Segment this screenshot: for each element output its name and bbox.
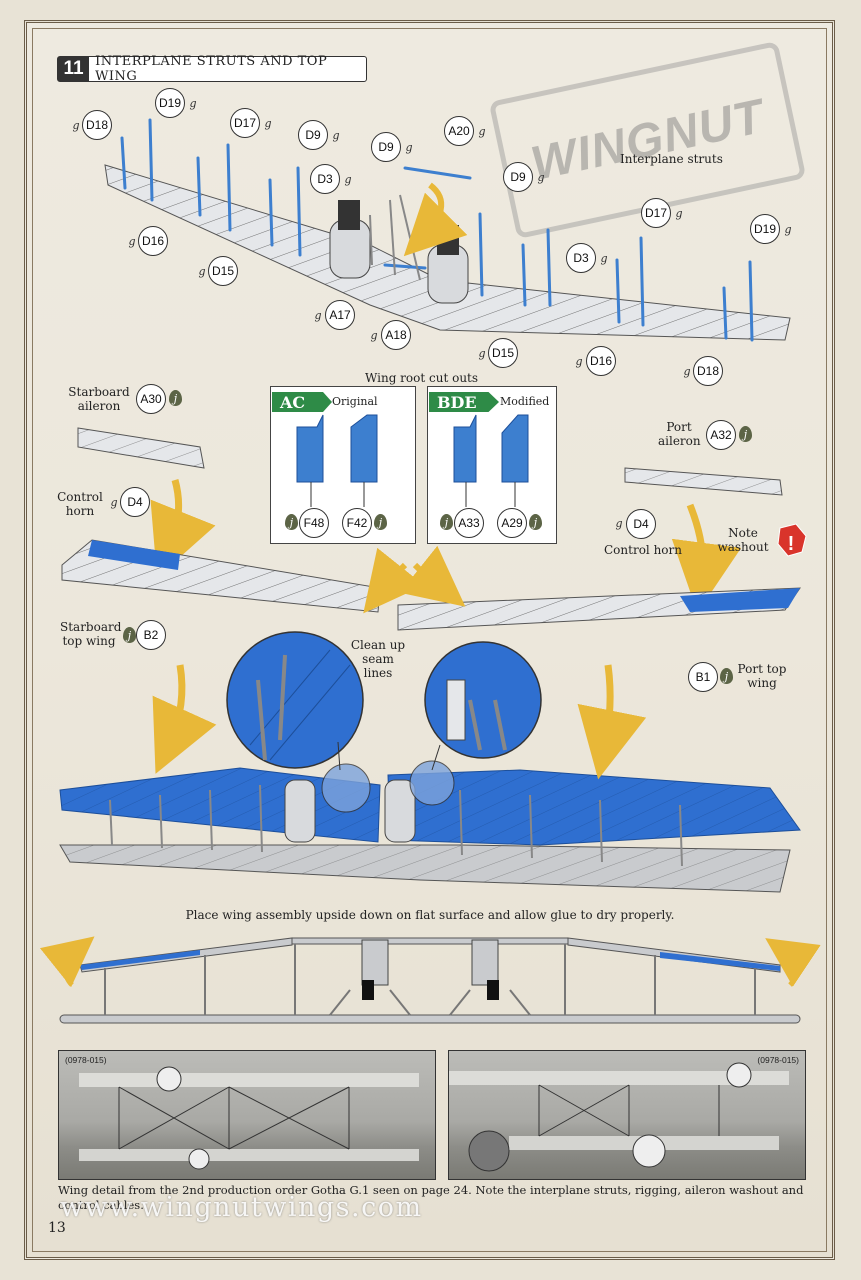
part-D4: D4 — [120, 487, 150, 517]
reference-photo-right: (0978-015) — [448, 1050, 806, 1180]
place-wing-instruction: Place wing assembly upside down on flat … — [185, 908, 675, 922]
website-watermark: www.wingnutwings.com — [60, 1192, 423, 1223]
part-D18: D18 — [82, 110, 112, 140]
interplane-struts — [120, 118, 754, 342]
front-view-drawing — [39, 936, 821, 1024]
frame-inner-border — [32, 28, 827, 1252]
part-A30: A30 — [136, 384, 166, 414]
variant-bde-label: Modified — [500, 395, 550, 408]
photo-left-drawing — [79, 1066, 419, 1170]
lower-wing-assembly — [104, 118, 791, 342]
step-number: 11 — [58, 57, 90, 81]
port-top-wing-drawing — [397, 587, 801, 631]
bde-parts-drawing — [453, 414, 529, 507]
detail-magnifier-left — [226, 631, 364, 771]
part-D16: D16 — [586, 346, 616, 376]
glue-dark-icon: j — [285, 514, 298, 530]
glue-dark-icon: j — [529, 514, 542, 530]
part-D3: D3 — [310, 164, 340, 194]
photo-caption: Wing detail from the 2nd production orde… — [58, 1183, 804, 1212]
part-A18: A18 — [381, 320, 411, 350]
part-B2: B2 — [136, 620, 166, 650]
glue-icon: g — [478, 124, 486, 138]
port-top-wing-label: Port top wing — [737, 662, 787, 690]
glue-icon: g — [332, 128, 340, 142]
glue-icon: g — [264, 116, 272, 130]
glue-icon: g — [784, 222, 792, 236]
part-D19: D19 — [155, 88, 185, 118]
wing-root-cut-outs-label: Wing root cut outs — [365, 371, 479, 385]
glue-dark-icon: j — [739, 426, 752, 442]
glue-icon: g — [537, 170, 545, 184]
part-A17: A17 — [325, 300, 355, 330]
glue-icon: g — [370, 328, 378, 342]
glue-dark-icon: j — [440, 514, 453, 530]
part-D15: D15 — [208, 256, 238, 286]
starboard-top-wing-label: Starboard top wing — [60, 620, 122, 648]
glue-icon: g — [675, 206, 683, 220]
photo-right-drawing — [449, 1062, 789, 1172]
part-D17: D17 — [641, 198, 671, 228]
glue-icon: g — [189, 96, 197, 110]
glue-dark-icon: j — [374, 514, 387, 530]
part-D4: D4 — [626, 509, 656, 539]
glue-icon: g — [344, 172, 352, 186]
glue-icon: g — [72, 118, 80, 132]
part-A33: A33 — [454, 508, 484, 538]
photo-right-ref: (0978-015) — [757, 1055, 799, 1065]
part-D19: D19 — [750, 214, 780, 244]
part-B1: B1 — [688, 662, 718, 692]
part-D9: D9 — [371, 132, 401, 162]
part-D9: D9 — [503, 162, 533, 192]
glue-icon: g — [128, 234, 136, 248]
port-aileron-label: Port aileron — [658, 420, 701, 448]
ac-parts-drawing — [296, 414, 378, 507]
glue-icon: g — [314, 308, 322, 322]
glue-icon: g — [683, 364, 691, 378]
variant-ac-label: Original — [332, 395, 378, 408]
part-D18: D18 — [693, 356, 723, 386]
glue-dark-icon: j — [123, 627, 136, 643]
glue-icon: g — [405, 140, 413, 154]
clean-up-seam-lines-label: Clean up seam lines — [350, 638, 406, 680]
port-aileron-drawing — [624, 467, 783, 613]
part-D17: D17 — [230, 108, 260, 138]
part-F42: F42 — [342, 508, 372, 538]
part-D9: D9 — [298, 120, 328, 150]
part-A32: A32 — [706, 420, 736, 450]
variant-ac-tag: AC — [272, 392, 332, 412]
starboard-aileron-drawing — [77, 427, 216, 578]
photo-left-ref: (0978-015) — [65, 1055, 107, 1065]
page-number: 13 — [48, 1220, 66, 1236]
part-F48: F48 — [299, 508, 329, 538]
glue-dark-icon: j — [169, 390, 182, 406]
control-horn-label: Control horn — [57, 490, 103, 518]
glue-icon: g — [198, 264, 206, 278]
detail-magnifier-right — [424, 641, 542, 771]
glue-icon: g — [478, 346, 486, 360]
part-A20: A20 — [444, 116, 474, 146]
warning-icon — [777, 523, 807, 557]
step-header: 11 INTERPLANE STRUTS AND TOP WING — [57, 54, 367, 84]
note-washout-label: Note washout — [717, 526, 769, 554]
full-wing-assembly — [59, 760, 801, 893]
variant-bde-tag: BDE — [429, 392, 499, 412]
glue-icon: g — [110, 495, 118, 509]
part-A29: A29 — [497, 508, 527, 538]
part-D15: D15 — [488, 338, 518, 368]
glue-icon: g — [600, 251, 608, 265]
glue-dark-icon: j — [720, 668, 733, 684]
starboard-top-wing-drawing — [61, 539, 381, 613]
step-title: INTERPLANE STRUTS AND TOP WING — [95, 54, 328, 84]
interplane-struts-label: Interplane struts — [620, 152, 723, 166]
part-D3: D3 — [566, 243, 596, 273]
starboard-aileron-label: Starboard aileron — [68, 385, 130, 413]
glue-icon: g — [575, 354, 583, 368]
part-D16: D16 — [138, 226, 168, 256]
reference-photo-left: (0978-015) — [58, 1050, 436, 1180]
glue-icon: g — [615, 516, 623, 530]
svg-text:!: ! — [788, 533, 795, 555]
control-horn-label-right: Control horn — [604, 543, 682, 557]
